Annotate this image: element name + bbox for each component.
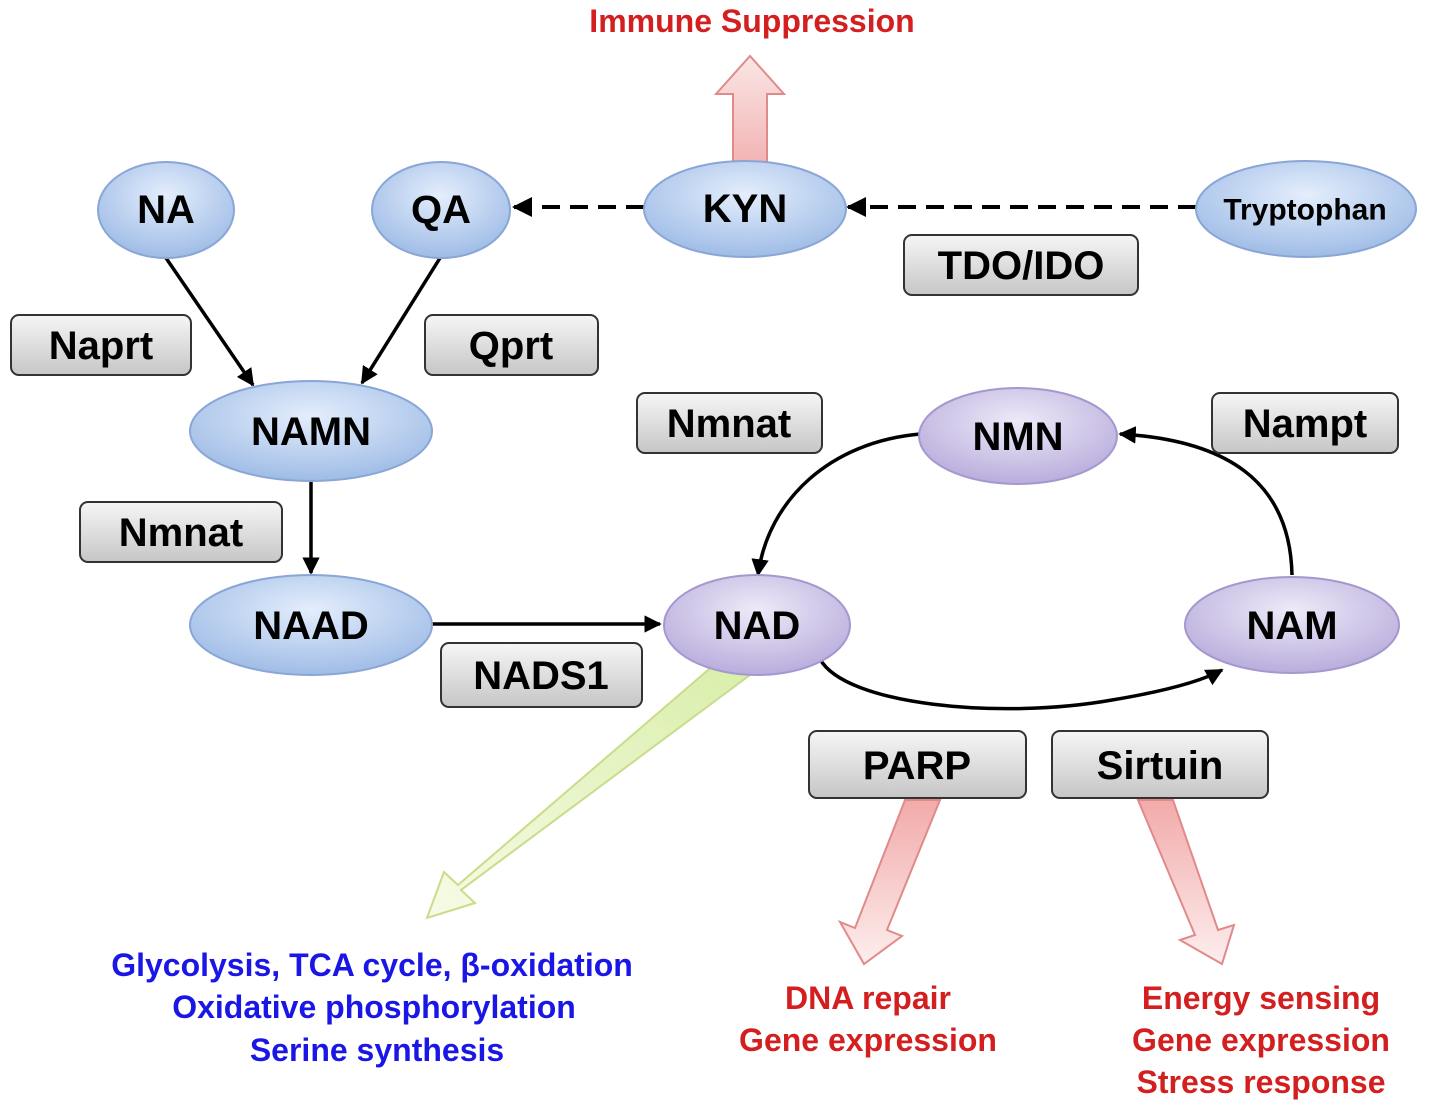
parp-effect-1: DNA repair <box>785 980 951 1016</box>
enzyme-sirtuin: Sirtuin <box>1051 730 1269 799</box>
enzyme-nmnat-top-label: Nmnat <box>667 402 791 446</box>
enzyme-tdo-ido-label: TDO/IDO <box>938 244 1105 288</box>
node-nam-label: NAM <box>1246 604 1337 648</box>
node-nad: NAD <box>663 574 851 676</box>
node-nmn: NMN <box>918 387 1118 485</box>
sirtuin-effect-3: Stress response <box>1136 1064 1385 1100</box>
arrow-na-to-namn <box>164 257 255 387</box>
arrow-nmn-to-nad <box>751 432 921 577</box>
enzyme-parp: PARP <box>808 730 1027 799</box>
enzyme-qprt: Qprt <box>424 314 599 376</box>
node-namn-label: NAMN <box>251 410 371 454</box>
node-kyn: KYN <box>643 160 847 258</box>
parp-effect-2: Gene expression <box>739 1022 997 1058</box>
node-nam: NAM <box>1184 576 1400 674</box>
node-na: NA <box>97 161 235 259</box>
enzyme-nampt-label: Nampt <box>1243 402 1367 446</box>
enzyme-nmnat-left-label: Nmnat <box>119 511 243 555</box>
enzyme-tdo-ido: TDO/IDO <box>903 234 1139 296</box>
parp-outcomes: DNA repair Gene expression <box>739 980 997 1058</box>
arrow-nad-to-nam <box>818 658 1224 711</box>
enzyme-naprt: Naprt <box>10 314 192 376</box>
node-tryptophan: Tryptophan <box>1195 160 1417 258</box>
metabolism-line-1: Glycolysis, TCA cycle, β-oxidation <box>111 947 633 983</box>
node-qa-label: QA <box>411 188 471 232</box>
node-qa: QA <box>371 161 511 259</box>
immune-arrow <box>713 54 787 163</box>
metabolism-arrow <box>425 662 753 920</box>
sirtuin-arrow <box>1136 799 1236 966</box>
node-naad-label: NAAD <box>253 604 369 648</box>
enzyme-nampt: Nampt <box>1211 392 1399 454</box>
node-na-label: NA <box>137 188 195 232</box>
node-kyn-label: KYN <box>703 187 787 231</box>
enzyme-nads1: NADS1 <box>440 642 643 708</box>
enzyme-qprt-label: Qprt <box>469 324 553 368</box>
enzyme-parp-label: PARP <box>863 744 971 788</box>
enzyme-nmnat-top: Nmnat <box>636 392 823 454</box>
parp-arrow <box>837 799 942 966</box>
enzyme-nmnat-left: Nmnat <box>79 501 283 563</box>
node-nmn-label: NMN <box>972 415 1063 459</box>
sirtuin-outcomes: Energy sensing Gene expression Stress re… <box>1132 980 1390 1100</box>
enzyme-naprt-label: Naprt <box>49 324 153 368</box>
arrow-qa-to-namn <box>360 257 442 385</box>
metabolism-line-3: Serine synthesis <box>250 1032 504 1068</box>
immune-suppression-label: Immune Suppression <box>589 3 914 39</box>
sirtuin-effect-1: Energy sensing <box>1142 980 1380 1016</box>
sirtuin-effect-2: Gene expression <box>1132 1022 1390 1058</box>
node-naad: NAAD <box>189 574 433 676</box>
metabolism-outcomes: Glycolysis, TCA cycle, β-oxidation Oxida… <box>111 947 633 1068</box>
node-namn: NAMN <box>189 380 433 482</box>
metabolism-line-2: Oxidative phosphorylation <box>172 989 576 1025</box>
enzyme-nads1-label: NADS1 <box>473 654 609 698</box>
node-tryptophan-label: Tryptophan <box>1223 194 1386 227</box>
node-nad-label: NAD <box>714 604 801 648</box>
enzyme-sirtuin-label: Sirtuin <box>1097 744 1224 788</box>
arrow-nam-to-nmn <box>1118 426 1294 576</box>
